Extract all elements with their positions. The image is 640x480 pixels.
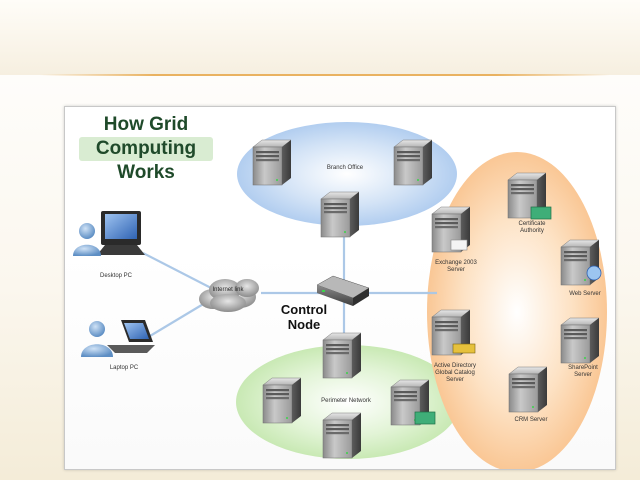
diagram-frame: How Grid Computing Works Control Node Br…	[64, 106, 616, 470]
sharepoint-server-label-line-2: Server	[574, 372, 592, 378]
control-node-label-line-1: Control	[280, 302, 328, 317]
perimeter-certificate-icon	[414, 411, 436, 425]
exchange-server-label: Exchange 2003 Server	[424, 260, 488, 274]
web-server-label: Web Server	[569, 291, 601, 297]
certificate-badge-icon	[530, 206, 552, 220]
diagram-title: How Grid Computing Works	[79, 113, 213, 185]
internet-label: Internet link	[212, 287, 244, 293]
crm-server-icon	[508, 366, 548, 413]
certificate-authority-label-line-2: Authority	[520, 228, 544, 234]
sharepoint-server-label: SharePoint Server	[553, 365, 613, 379]
control-node-switch-icon	[316, 275, 370, 306]
active-directory-book-icon	[452, 343, 476, 354]
title-line-3: Works	[117, 162, 175, 183]
diagram-canvas: How Grid Computing Works Control Node Br…	[65, 107, 615, 469]
active-directory-label-line-1: Active Directory	[433, 363, 476, 369]
branch-server-center-icon	[320, 191, 360, 238]
active-directory-label-line-2: Global Catalog	[435, 370, 475, 376]
perimeter-network-label: Perimeter Network	[321, 398, 371, 404]
slide-top-band	[0, 0, 640, 75]
internet-cloud-icon	[199, 279, 259, 312]
laptop-pc-label: Laptop PC	[109, 365, 139, 371]
web-globe-icon	[586, 265, 602, 281]
diagram-svg	[73, 122, 607, 469]
datacenter-zone	[427, 152, 607, 469]
perimeter-network-zone	[236, 345, 460, 459]
slide-accent-line	[40, 74, 610, 76]
active-directory-label-line-3: Server	[446, 377, 464, 383]
control-node-label: Control Node	[274, 302, 334, 332]
exchange-envelope-icon	[450, 239, 468, 251]
branch-server-right-icon	[393, 139, 433, 186]
certificate-authority-label: Certificate Authority	[501, 221, 563, 235]
title-line-1: How Grid	[103, 114, 189, 135]
sharepoint-server-label-line-1: SharePoint	[568, 365, 598, 371]
branch-office-label: Branch Office	[326, 165, 364, 171]
desktop-pc-label: Desktop PC	[99, 273, 132, 279]
exchange-server-label-line-1: Exchange 2003	[435, 260, 477, 266]
desktop-user-icon	[73, 223, 101, 256]
laptop-user-icon	[81, 321, 113, 357]
sharepoint-server-icon	[560, 317, 600, 364]
crm-server-label: CRM Server	[514, 417, 548, 423]
exchange-server-label-line-2: Server	[447, 267, 465, 273]
perimeter-server-top-icon	[322, 332, 362, 379]
title-line-2: Computing	[79, 137, 213, 161]
desktop-pc-icon	[97, 211, 145, 255]
perimeter-server-bottom-icon	[322, 412, 362, 459]
perimeter-server-left-icon	[262, 377, 302, 424]
control-node-label-line-2: Node	[287, 317, 321, 332]
branch-server-left-icon	[252, 139, 292, 186]
laptop-pc-icon	[107, 320, 155, 353]
certificate-authority-label-line-1: Certificate	[518, 221, 546, 227]
active-directory-label: Active Directory Global Catalog Server	[421, 363, 489, 384]
